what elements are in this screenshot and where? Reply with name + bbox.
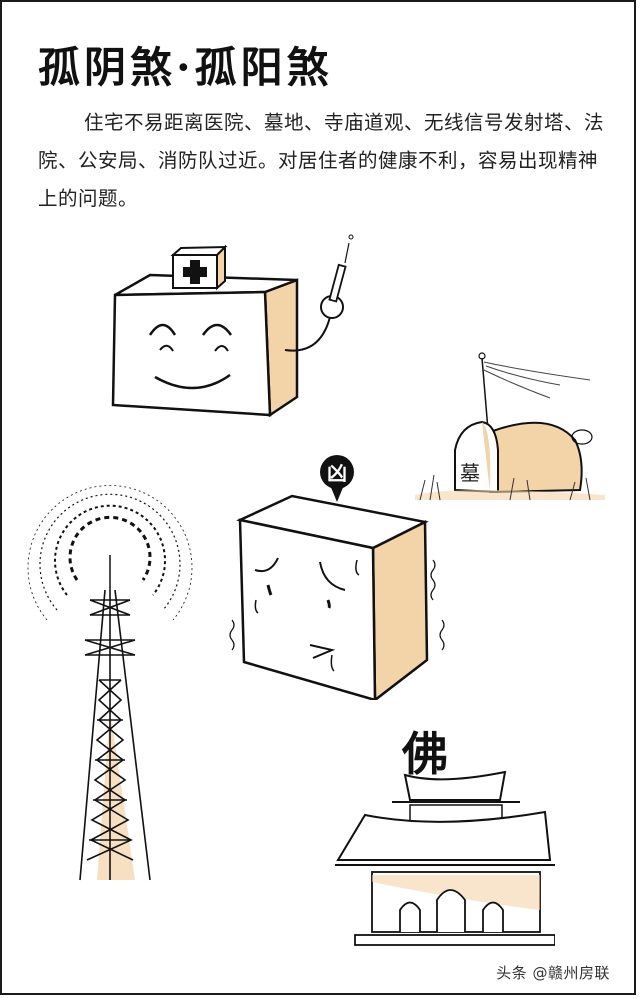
page-title: 孤阴煞·孤阳煞 <box>38 43 333 92</box>
grave-illustration: 墓 <box>415 352 605 501</box>
danger-badge-icon: 凶 <box>320 455 354 502</box>
svg-text:佛: 佛 <box>401 727 448 781</box>
svg-text:墓: 墓 <box>460 461 480 485</box>
cross-icon <box>170 244 228 291</box>
body-paragraph: 住宅不易距离医院、墓地、寺庙道观、无线信号发射塔、法院、公安局、消防队过近。对居… <box>38 104 604 218</box>
body-paragraph-text: 住宅不易距离医院、墓地、寺庙道观、无线信号发射塔、法院、公安局、消防队过近。对居… <box>38 111 605 210</box>
hospital-illustration <box>111 234 354 418</box>
worried-house-illustration: 凶 <box>229 455 445 700</box>
svg-text:凶: 凶 <box>327 461 347 485</box>
signal-tower-illustration <box>27 485 193 881</box>
watermark: 头条 @赣州房联 <box>496 964 610 982</box>
temple-illustration: 佛 <box>335 727 555 946</box>
